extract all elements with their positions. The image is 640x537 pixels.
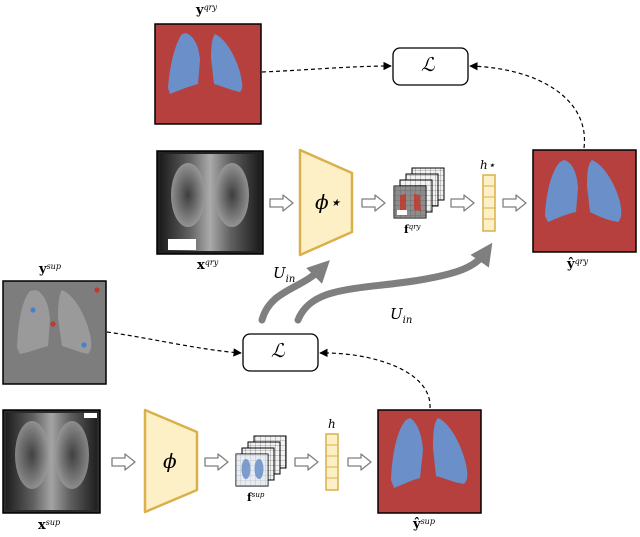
y-qry-mask <box>154 23 262 125</box>
label-y-hat-sup: ŷsup <box>413 517 435 532</box>
x-sup-xray <box>2 409 101 514</box>
y-qry-lung-right <box>211 34 243 92</box>
label-loss-query: ℒ <box>421 54 435 76</box>
label-x-qry: xqry <box>197 258 219 273</box>
annotation-point <box>81 342 87 348</box>
h-vector <box>325 433 339 491</box>
y-hat-sup-lung-left <box>391 418 423 488</box>
y-sup-annotation <box>2 280 107 385</box>
u-in-arrow-to-phi-star <box>258 260 330 324</box>
y-hat-qry-lung-left <box>545 160 578 222</box>
label-u-in-2: Uin <box>390 305 413 326</box>
y-hat-sup-lung-right <box>433 418 468 484</box>
h-star-vector <box>482 174 496 232</box>
loss-box-support <box>242 333 319 372</box>
flow-arrows-top <box>269 194 527 212</box>
arrow-xqry-to-phi <box>269 194 294 212</box>
arrow-fqry-to-hstar <box>450 194 475 212</box>
arrow-h-to-yhatsup <box>347 453 372 471</box>
dashed-yhatqry-to-loss <box>469 62 586 149</box>
label-phi-star: ϕ⋆ <box>315 190 342 214</box>
x-qry-xray <box>156 150 264 255</box>
y-hat-qry-lung-right <box>587 160 622 222</box>
dashed-yqry-to-loss <box>261 61 392 73</box>
label-u-in-1: Uin <box>273 264 296 285</box>
label-y-sup: ysup <box>39 262 61 277</box>
arrow-xsup-to-phi <box>111 453 136 471</box>
label-phi: ϕ <box>163 449 177 473</box>
phi-star-encoder <box>298 148 354 257</box>
phi-encoder <box>143 408 199 514</box>
label-y-qry: yqry <box>196 3 218 18</box>
arrow-fsup-to-h <box>294 453 319 471</box>
label-loss-support: ℒ <box>271 340 285 362</box>
f-sup-feature-stack <box>235 435 287 487</box>
dashed-yhatsup-to-loss <box>319 348 431 409</box>
label-x-sup: xsup <box>38 518 61 533</box>
annotation-point <box>94 287 100 293</box>
label-y-hat-qry: ŷqry <box>567 257 589 272</box>
label-h-star: h⋆ <box>480 158 496 172</box>
annotation-point <box>30 307 36 313</box>
loss-box-query <box>392 47 469 86</box>
label-f-qry: fqry <box>404 223 421 236</box>
arrow-phi-to-fqry <box>361 194 386 212</box>
loss-arrows <box>106 61 586 409</box>
u-in-arrow-to-h-star <box>294 242 493 324</box>
label-h: h <box>328 417 336 431</box>
y-qry-lung-left <box>168 33 200 94</box>
y-hat-sup-mask <box>377 409 482 514</box>
label-f-sup: fsup <box>247 491 265 504</box>
u-in-arrows <box>258 242 493 324</box>
arrow-phi-to-fsup <box>204 453 229 471</box>
dashed-ysup-to-loss <box>106 331 242 357</box>
annotation-point <box>50 321 56 327</box>
y-hat-qry-mask <box>532 149 637 253</box>
arrow-hstar-to-yhatqry <box>502 194 527 212</box>
flow-arrows-bottom <box>111 453 372 471</box>
f-qry-feature-stack <box>393 167 445 219</box>
